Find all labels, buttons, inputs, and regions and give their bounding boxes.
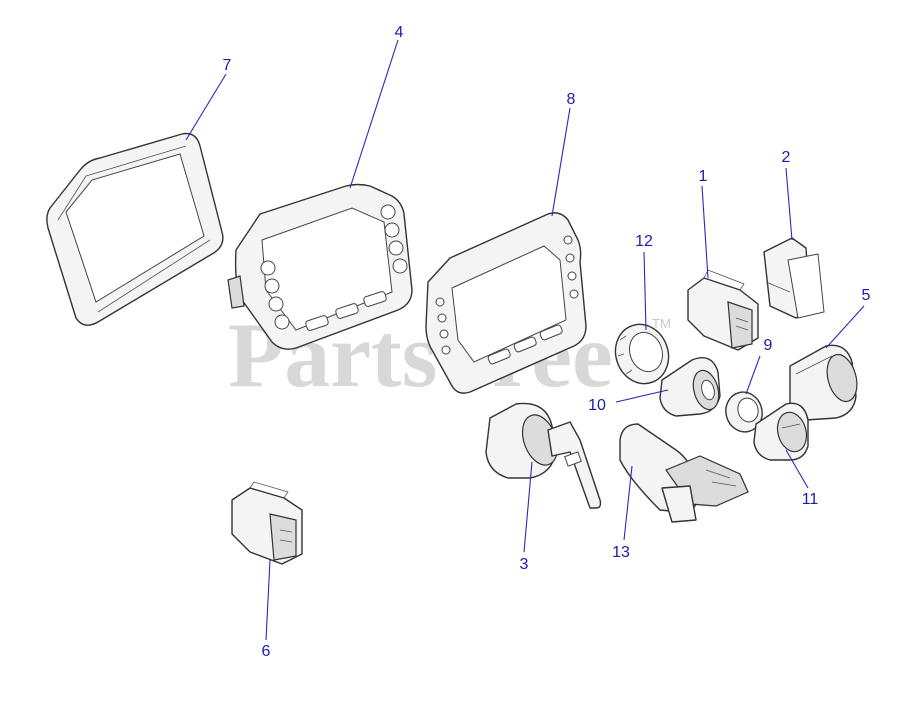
part-9-socket-nut[interactable] [721,388,766,436]
callout-2[interactable]: 2 [782,149,791,166]
part-10-socket-body[interactable] [659,357,723,417]
part-13-power-plug[interactable] [619,423,749,523]
callout-numbers: 7 4 8 1 2 12 5 9 10 11 3 13 6 [223,24,871,660]
leader-8 [551,107,571,217]
callout-9[interactable]: 9 [764,337,773,354]
callout-7[interactable]: 7 [223,57,232,74]
part-7-bezel-frame[interactable] [46,132,224,326]
part-8-cluster-housing[interactable] [425,212,587,394]
part-11-usb-socket[interactable] [753,402,811,461]
leader-2 [785,167,793,241]
leader-lines [185,39,865,641]
part-2-switch-bracket[interactable] [763,237,825,319]
leader-9 [745,355,761,395]
leader-11 [785,449,809,489]
callout-6[interactable]: 6 [262,643,271,660]
leader-1 [701,185,709,279]
leader-12 [643,251,647,331]
leader-7 [185,73,227,141]
part-5-capped-socket[interactable] [789,344,862,421]
leader-13 [623,465,633,541]
part-1-rocker-switch[interactable] [687,269,759,351]
housing-holes [435,235,579,365]
part-3-ignition-switch[interactable] [485,402,602,509]
part-4-instrument-cluster[interactable] [227,183,413,350]
leader-5 [825,305,865,349]
leader-3 [523,461,533,553]
leader-4 [349,39,399,189]
callout-1[interactable]: 1 [699,168,708,185]
callout-8[interactable]: 8 [567,91,576,108]
part-6-rocker-switch[interactable] [231,481,303,565]
callout-3[interactable]: 3 [520,556,529,573]
callout-13[interactable]: 13 [612,544,630,561]
callout-5[interactable]: 5 [862,287,871,304]
leader-10 [615,389,669,403]
callout-12[interactable]: 12 [635,233,653,250]
watermark-trademark: TM [652,316,671,331]
leader-6 [265,559,271,641]
part-12-retaining-nut[interactable] [607,317,676,391]
callout-4[interactable]: 4 [395,24,404,41]
callout-10[interactable]: 10 [588,397,606,414]
callout-11[interactable]: 11 [802,491,819,508]
cluster-buttons [260,204,408,331]
